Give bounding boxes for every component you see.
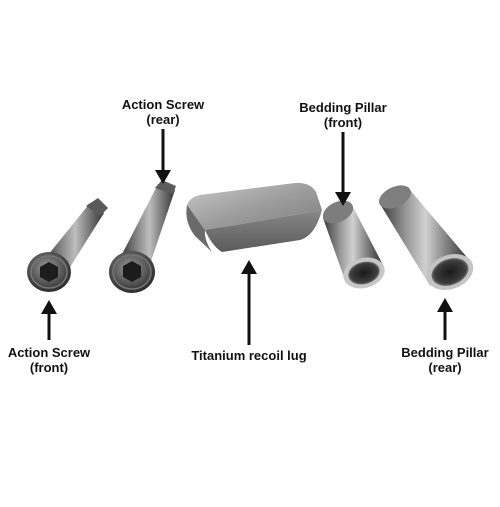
label-bedding-pillar-rear-line2: (rear) xyxy=(428,360,462,375)
label-bedding-pillar-rear: Bedding Pillar (rear) xyxy=(387,345,500,375)
arrow-action-screw-front xyxy=(41,300,57,340)
label-action-screw-rear: Action Screw (rear) xyxy=(113,97,213,127)
label-bedding-pillar-rear-line1: Bedding Pillar xyxy=(401,345,489,360)
label-action-screw-front: Action Screw (front) xyxy=(0,345,99,375)
label-bedding-pillar-front: Bedding Pillar (front) xyxy=(283,100,403,130)
label-titanium-recoil-lug: Titanium recoil lug xyxy=(174,348,324,363)
label-bedding-pillar-front-line2: (front) xyxy=(323,115,363,130)
action-screw-front-part xyxy=(27,198,108,292)
arrow-bedding-pillar-rear xyxy=(437,298,453,340)
arrow-recoil-lug xyxy=(241,260,257,345)
label-action-screw-rear-line1: Action Screw xyxy=(121,97,205,112)
bedding-pillar-front-part xyxy=(322,200,385,289)
arrow-bedding-pillar-front xyxy=(335,132,351,206)
label-titanium-recoil-lug-line1: Titanium recoil lug xyxy=(191,348,307,363)
label-action-screw-front-line2: (front) xyxy=(29,360,69,375)
arrow-action-screw-rear xyxy=(155,129,171,184)
bedding-pillar-rear-part xyxy=(379,185,474,290)
label-action-screw-front-line1: Action Screw xyxy=(7,345,91,360)
action-screw-rear-part xyxy=(109,180,176,293)
titanium-recoil-lug-part xyxy=(186,182,322,252)
label-action-screw-rear-line2: (rear) xyxy=(146,112,180,127)
label-bedding-pillar-front-line1: Bedding Pillar xyxy=(299,100,387,115)
